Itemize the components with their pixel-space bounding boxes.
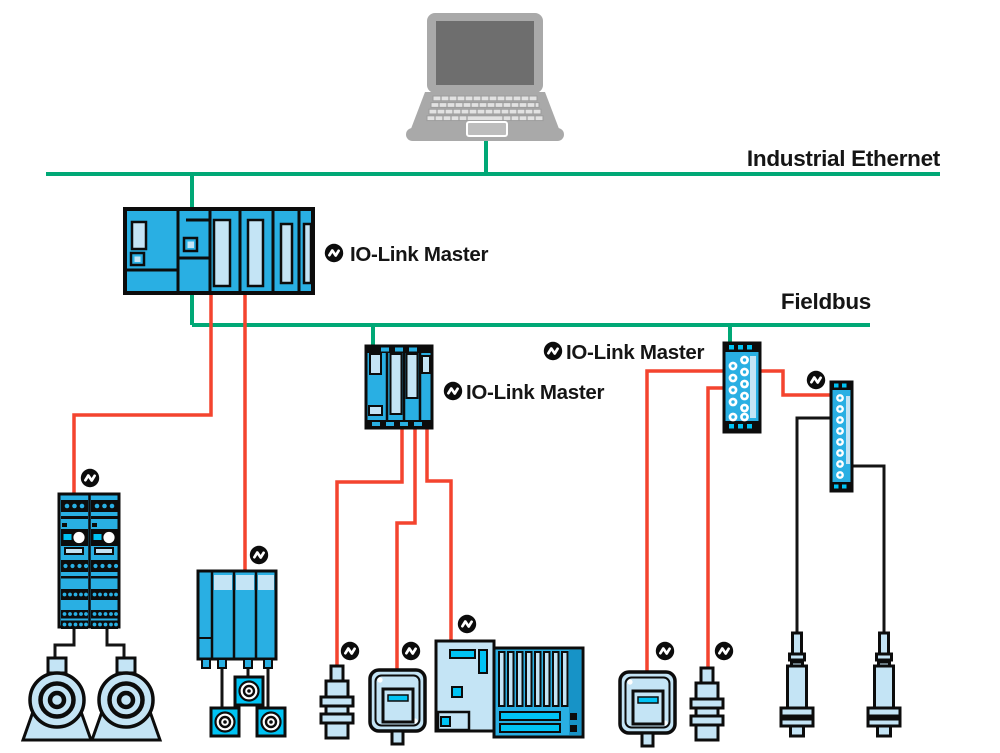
- industrial-ethernet-label: Industrial Ethernet: [747, 146, 941, 171]
- io-link-wires: [72, 291, 833, 673]
- cable-wires: [53, 416, 886, 708]
- cable-motor-2: [105, 626, 126, 659]
- inductive-sensor-2-icon: [689, 666, 725, 742]
- photoelectric-sensor-2-icon: [618, 670, 677, 748]
- inductive-sensor-1-icon: [319, 664, 355, 740]
- cable-motor-1: [53, 626, 76, 659]
- cable-analog-sensor-1: [795, 416, 833, 634]
- io-link-logo-icon: [542, 340, 564, 362]
- fieldbus-label: Fieldbus: [781, 289, 871, 314]
- io-link-wire-valve-terminal: [425, 427, 453, 642]
- photoelectric-sensor-1-icon: [368, 668, 427, 746]
- sensor-hub-icon: [829, 380, 854, 493]
- io-link-wire-motor-starter: [72, 291, 213, 496]
- io-link-logo-icon: [456, 613, 478, 635]
- io-link-wire-photo-sensor-1: [395, 427, 417, 671]
- io-link-master-label-block: IO-Link Master: [566, 341, 705, 364]
- io-link-logo-icon: [400, 640, 422, 662]
- drive-unit-2-icon: [233, 675, 265, 707]
- plc-io-link-master-icon: [123, 207, 315, 295]
- io-link-logo-icon: [442, 380, 464, 402]
- motor-2-icon: [92, 658, 160, 740]
- io-link-master-remote-icon: [364, 344, 434, 430]
- io-link-logo-icon: [339, 640, 361, 662]
- valve-terminal-icon: [434, 639, 585, 739]
- io-link-logo-icon: [323, 242, 345, 264]
- io-link-logo-icon: [654, 640, 676, 662]
- motor-1-icon: [23, 658, 91, 740]
- bus-wires: [46, 130, 940, 348]
- io-link-logo-icon: [79, 467, 101, 489]
- io-link-logo-icon: [248, 544, 270, 566]
- laptop-icon: [406, 13, 564, 141]
- cable-analog-sensor-2: [851, 464, 886, 634]
- io-link-master-label-plc: IO-Link Master: [350, 243, 489, 266]
- analog-sensor-2-icon: [866, 631, 902, 738]
- io-link-logo-icon: [805, 369, 827, 391]
- io-link-master-label-remote: IO-Link Master: [466, 381, 605, 404]
- io-link-wire-photo-sensor-2: [645, 369, 726, 673]
- drive-unit-1-icon: [209, 706, 241, 738]
- io-link-wire-sensor-hub: [758, 369, 833, 397]
- io-link-wire-inductive-sensor-1: [335, 427, 404, 667]
- io-link-logo-icon: [713, 640, 735, 662]
- motor-starter-icon: [57, 492, 121, 630]
- analog-sensor-1-icon: [779, 631, 815, 738]
- io-link-master-block-icon: [722, 341, 762, 434]
- drive-unit-3-icon: [255, 706, 287, 738]
- io-link-wire-inductive-sensor-2: [706, 386, 726, 669]
- drive-system-icon: [196, 569, 278, 669]
